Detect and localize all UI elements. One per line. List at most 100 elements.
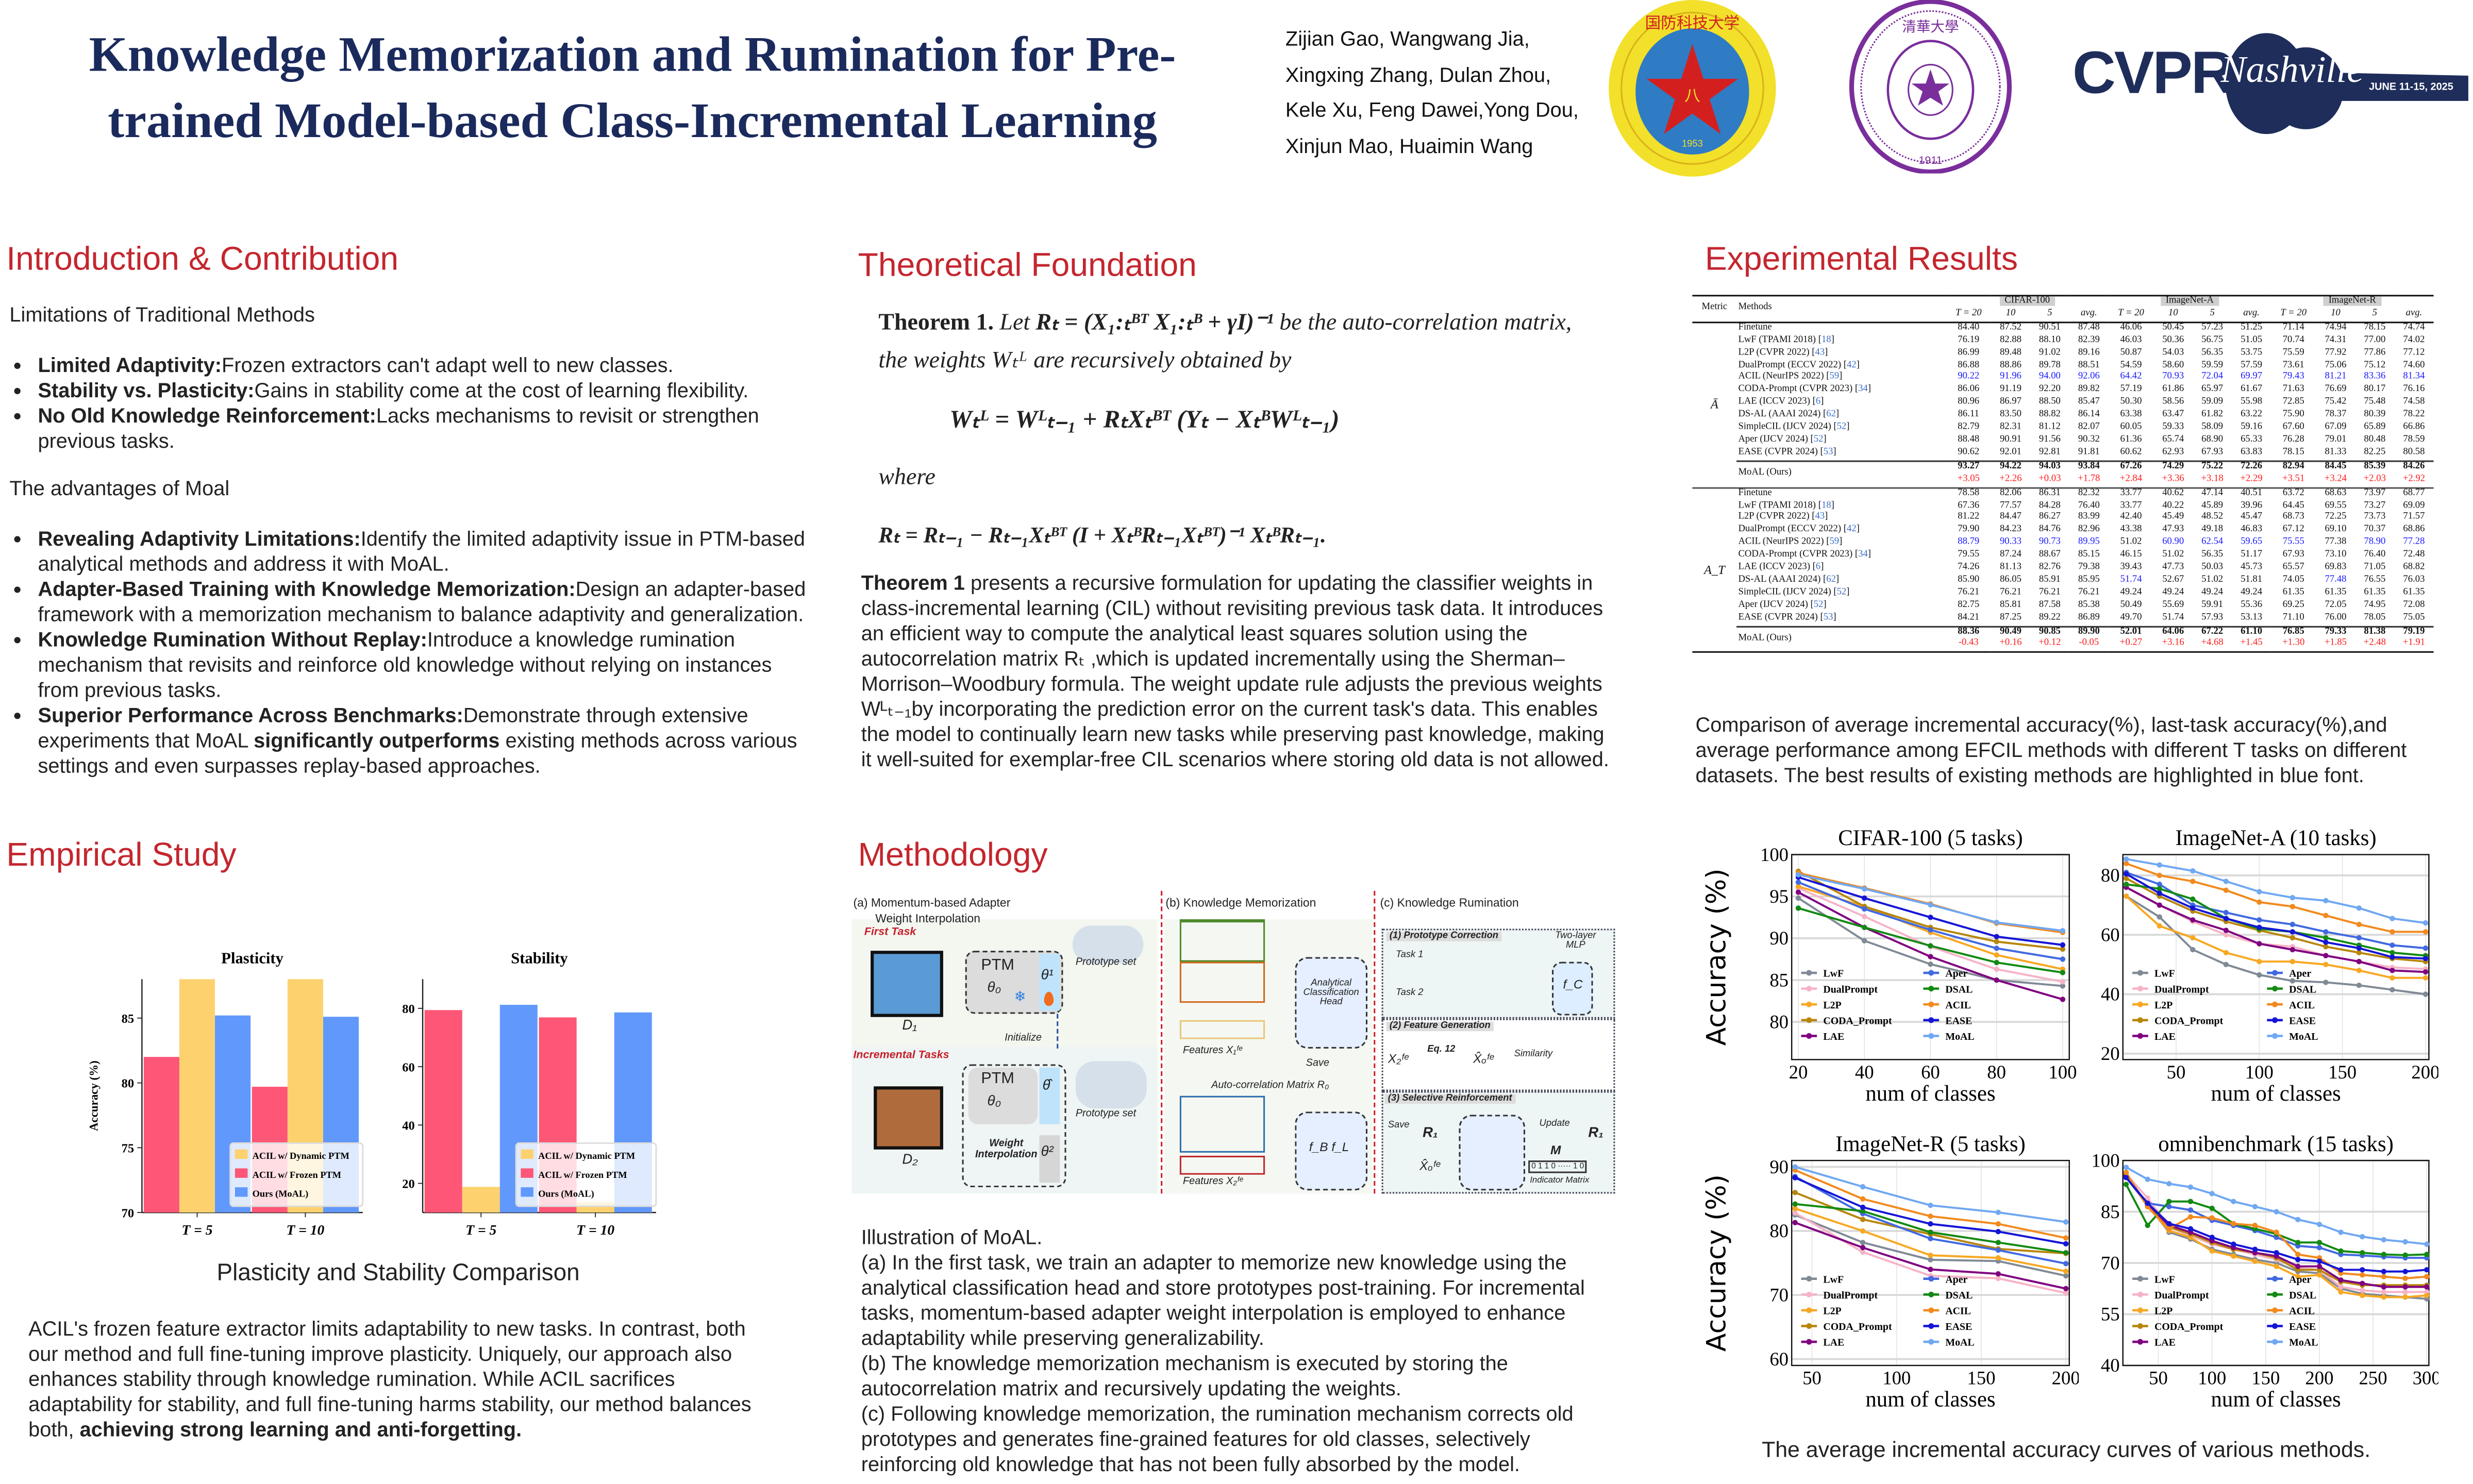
- ref-bracket: [: [1816, 500, 1822, 510]
- table-cell: 39.96: [2241, 500, 2263, 510]
- table-cell: 85.47: [2078, 397, 2100, 408]
- indicator-matrix-label: Indicator Matrix: [1530, 1176, 1590, 1186]
- ref-bracket: [: [1810, 397, 1816, 408]
- data-point: [1860, 1245, 1866, 1251]
- series-line: [2126, 886, 2426, 973]
- table-cell: 86.97: [1999, 397, 2021, 408]
- x-axis-label: num of classes: [1865, 1388, 1995, 1412]
- table-cell: 75.55: [2282, 538, 2304, 548]
- delta-cell: +1.91: [2402, 639, 2426, 649]
- series-line: [2126, 895, 2426, 996]
- data-point: [2063, 1241, 2069, 1246]
- x-tick-label: T = 10: [576, 1222, 614, 1238]
- data-point: [2166, 1199, 2172, 1204]
- ref-bracket: ]: [1839, 373, 1843, 382]
- legend-marker: [2272, 1339, 2278, 1345]
- feature-bars-green: [1179, 919, 1265, 962]
- data-point: [2231, 1221, 2236, 1227]
- ref-bracket: [: [1852, 385, 1859, 395]
- ref-bracket: [: [1820, 575, 1827, 585]
- table-cell: 52.67: [2162, 575, 2184, 585]
- table-cell: 53.75: [2241, 348, 2263, 358]
- theorem-let: Let: [999, 310, 1030, 336]
- x2fe-label: X₂ᶠᵉ: [1388, 1052, 1409, 1066]
- data-point: [2223, 909, 2229, 916]
- data-point: [2190, 879, 2196, 884]
- data-point: [2145, 1176, 2150, 1182]
- data-point: [2145, 1195, 2150, 1201]
- legend-marker: [1928, 1339, 1934, 1345]
- table-cell: 70.74: [2282, 335, 2304, 345]
- data-point: [1994, 959, 1999, 966]
- y-tick-label: 80: [1769, 1220, 1789, 1241]
- para-bold: achieving strong learning and anti-forge…: [79, 1417, 522, 1441]
- data-point: [1928, 1257, 1933, 1263]
- x-tick-label: 150: [2251, 1368, 2280, 1389]
- table-cell: 76.55: [2364, 575, 2386, 585]
- legend-label: EASE: [2289, 1015, 2316, 1026]
- table-cell: 76.03: [2403, 575, 2425, 585]
- data-point: [2060, 946, 2066, 952]
- data-point: [2402, 1269, 2408, 1274]
- table-cell: 79.55: [1958, 550, 1980, 560]
- data-point: [2209, 1215, 2215, 1221]
- data-point: [2209, 1191, 2215, 1196]
- data-point: [2338, 1248, 2344, 1254]
- data-point: [2252, 1246, 2258, 1252]
- data-point: [2290, 958, 2296, 965]
- method-name: LwF (TPAMI 2018) [18]: [1736, 501, 1946, 513]
- legend-label: L2P: [2154, 1000, 2173, 1011]
- data-point: [2323, 944, 2329, 950]
- method-name: LwF (TPAMI 2018) [18]: [1736, 335, 1946, 348]
- data-point: [1995, 1275, 2001, 1281]
- table-cell: 59.91: [2201, 600, 2224, 610]
- autocorr-label: Auto-correlation Matrix R₀: [1211, 1080, 1329, 1091]
- legend-marker: [1928, 1323, 1934, 1329]
- table-cell: 61.35: [2282, 587, 2304, 598]
- plot-frame: [1791, 854, 2070, 1060]
- data-point: [2295, 1240, 2301, 1245]
- table-cell: 90.32: [2078, 435, 2100, 445]
- table-cell: 74.02: [2403, 335, 2425, 345]
- series-line: [2126, 862, 2426, 933]
- x-tick-label: 150: [1967, 1368, 1995, 1389]
- data-point: [2190, 896, 2196, 902]
- method-name: Aper (IJCV 2024) [52]: [1736, 600, 1946, 613]
- delta-cell: +2.29: [2240, 474, 2263, 484]
- metric-label: A_T: [1703, 562, 1725, 577]
- data-point: [2231, 1253, 2236, 1259]
- data-point: [2157, 923, 2162, 929]
- table-cell: 86.89: [2078, 613, 2100, 622]
- legend-marker: [2272, 1291, 2278, 1297]
- series-line: [2126, 873, 2426, 960]
- table-cell: 82.31: [1999, 423, 2021, 432]
- data-point: [2338, 1267, 2344, 1273]
- series-l2p: [1792, 1206, 2069, 1274]
- data-point: [2402, 1275, 2408, 1281]
- legend-marker: [2272, 1323, 2278, 1329]
- data-point: [1792, 1210, 1798, 1216]
- data-point: [2422, 991, 2429, 997]
- y-tick-label: 90: [1769, 1156, 1789, 1177]
- ref-bracket: [: [1817, 447, 1824, 458]
- data-point: [2257, 917, 2262, 923]
- legend-marker: [1806, 1339, 1812, 1345]
- table-cell: 76.21: [1999, 587, 2021, 598]
- data-point: [2157, 890, 2162, 896]
- data-point: [2252, 1258, 2258, 1264]
- table-cell: 88.82: [2038, 410, 2061, 420]
- legend-label: DSAL: [2289, 984, 2316, 995]
- author-line: Kele Xu, Feng Dawei,Yong Dou,: [1285, 97, 1579, 122]
- delta-cell: -0.43: [1958, 639, 1979, 649]
- table-cell: 75.42: [2325, 397, 2347, 408]
- eq12-label: Eq. 12: [1427, 1045, 1456, 1055]
- legend-label: Aper: [2289, 1274, 2311, 1285]
- method-label: DualPrompt (ECCV 2022): [1738, 525, 1842, 535]
- legend-marker: [1928, 970, 1934, 976]
